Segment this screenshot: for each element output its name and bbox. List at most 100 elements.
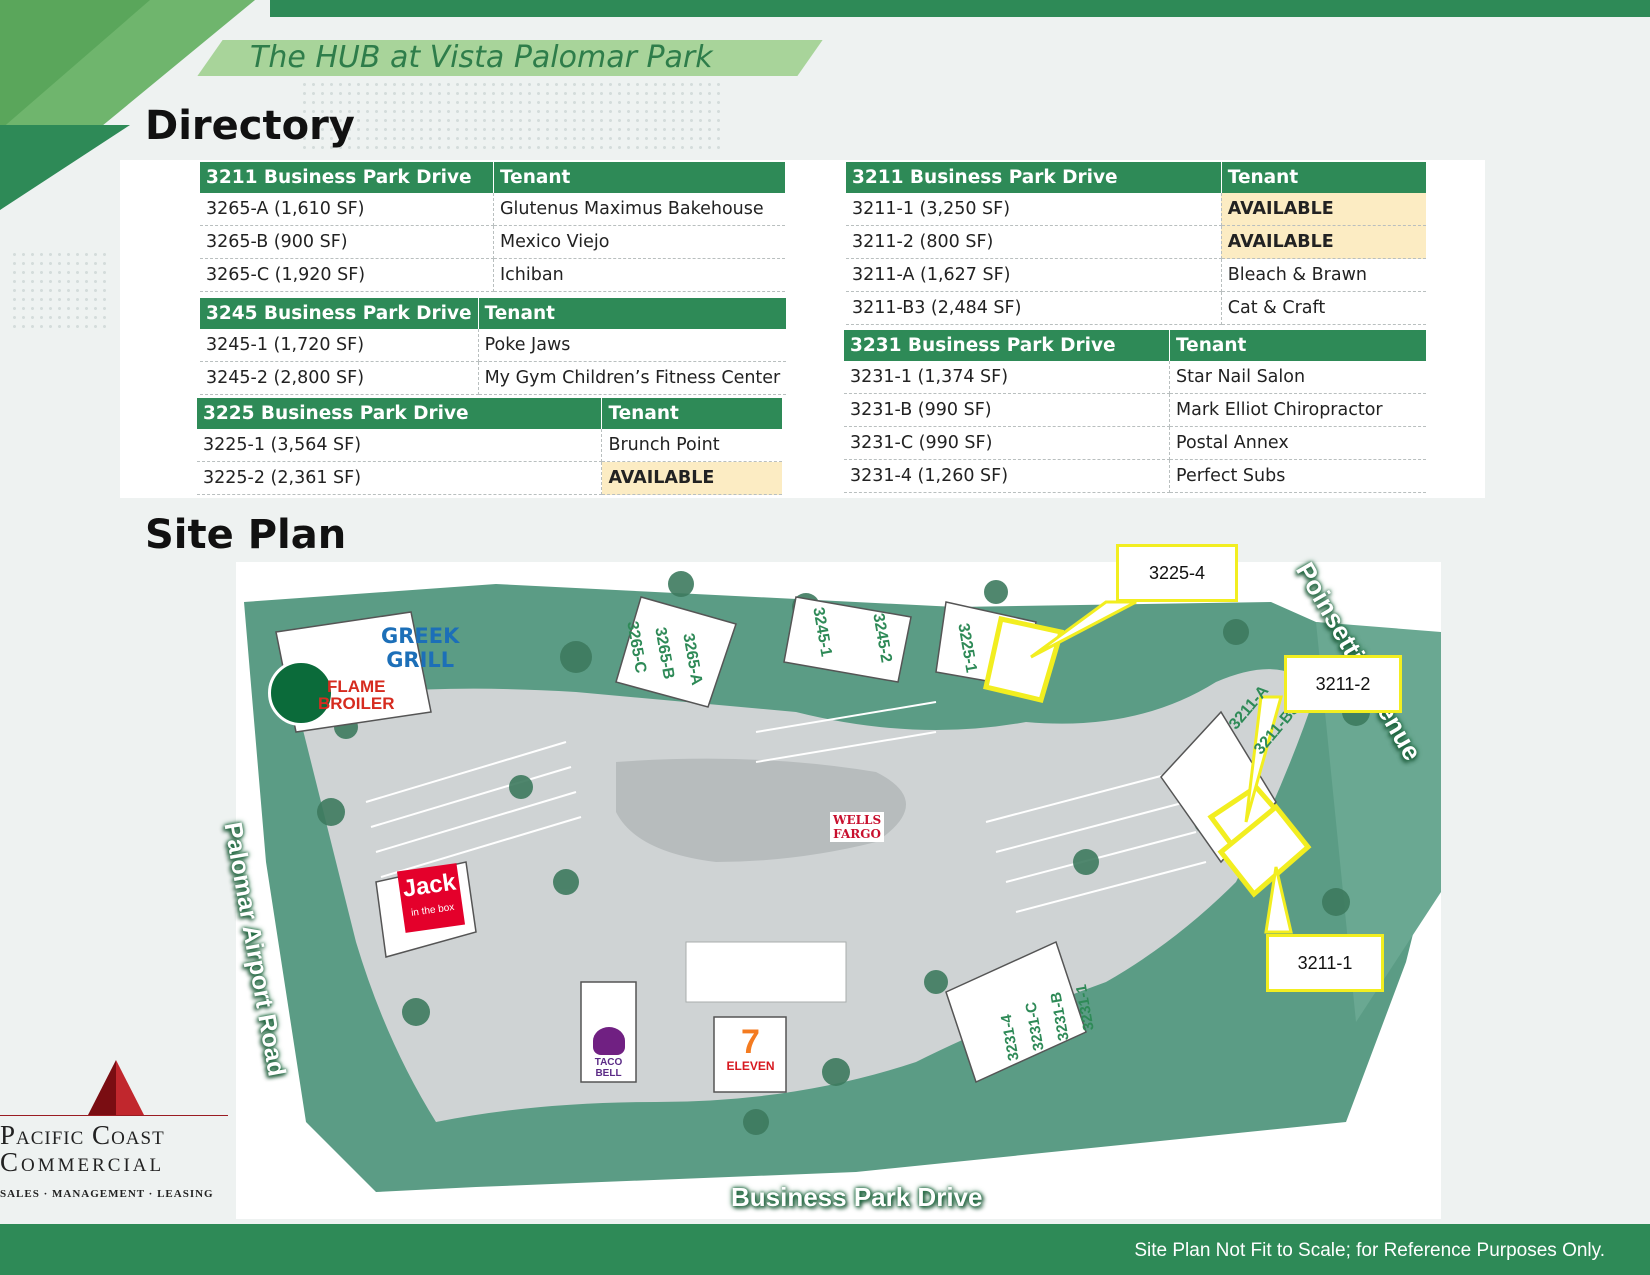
table-row: 3211-2 (800 SF)AVAILABLE: [846, 225, 1426, 259]
tenant-cell: AVAILABLE: [1221, 225, 1426, 259]
footer-bar: [0, 1224, 1650, 1275]
tenant-header: Tenant: [1221, 162, 1426, 193]
unit-cell: 3225-1 (3,564 SF): [197, 429, 603, 462]
wells-fargo-logo: WELLS FARGO: [830, 812, 885, 842]
wells-fargo-line2: FARGO: [833, 827, 881, 841]
parking-area: [296, 669, 1316, 1122]
unit-cell: 3211-B3 (2,484 SF): [846, 291, 1222, 325]
table-row: 3245-2 (2,800 SF)My Gym Children’s Fitne…: [200, 361, 787, 395]
property-subtitle: The HUB at Vista Palomar Park: [250, 40, 713, 75]
unit-cell: 3231-C (990 SF): [844, 426, 1171, 460]
taco-bell-line2: BELL: [595, 1068, 622, 1079]
flame-broiler-line1: FLAME: [326, 677, 386, 696]
unit-cell: 3211-2 (800 SF): [846, 225, 1222, 259]
tenant-cell: Glutenus Maximus Bakehouse: [493, 193, 785, 226]
tenant-cell: Postal Annex: [1169, 426, 1426, 460]
tenant-header: Tenant: [493, 162, 785, 193]
tenant-cell: Star Nail Salon: [1169, 361, 1426, 394]
tenant-cell: AVAILABLE: [1221, 193, 1426, 226]
tenant-cell: Mark Elliot Chiropractor: [1169, 393, 1426, 427]
greek-grill-line1: GREEK: [381, 624, 460, 648]
starbucks-logo: [268, 660, 334, 726]
unit-cell: 3231-1 (1,374 SF): [844, 361, 1171, 394]
unit-cell: 3225-2 (2,361 SF): [197, 461, 603, 495]
table-row: 3211-1 (3,250 SF)AVAILABLE: [846, 193, 1426, 226]
building-3245: [783, 596, 912, 683]
tenant-cell: Mexico Viejo: [493, 225, 785, 259]
dot-map-pattern: [10, 250, 110, 330]
tenant-header: Tenant: [601, 398, 782, 429]
road-label-business-park: Business Park Drive: [731, 1182, 983, 1212]
tenant-cell: Perfect Subs: [1169, 459, 1426, 493]
table-row: 3211-B3 (2,484 SF)Cat & Craft: [846, 291, 1426, 325]
tenant-header: Tenant: [478, 298, 787, 329]
company-name-line2: Commercial: [0, 1147, 165, 1177]
table-row: 3211-A (1,627 SF)Bleach & Brawn: [846, 258, 1426, 292]
flame-broiler-logo: FLAME BROILER: [318, 678, 395, 712]
site-plan-map: 3265-C 3265-B 3265-A 3245-1 3245-2 3225-…: [218, 544, 1441, 1219]
unit-cell: 3245-1 (1,720 SF): [200, 329, 479, 362]
directory-title: Directory: [145, 103, 355, 149]
tenant-cell: Poke Jaws: [478, 329, 787, 362]
address-header: 3245 Business Park Drive: [200, 298, 479, 329]
address-header: 3211 Business Park Drive: [846, 162, 1222, 193]
unit-cell: 3231-4 (1,260 SF): [844, 459, 1171, 493]
unit-3225-4-highlight: [983, 616, 1065, 703]
footer-disclaimer: Site Plan Not Fit to Scale; for Referenc…: [1134, 1240, 1605, 1261]
table-row: 3231-1 (1,374 SF)Star Nail Salon: [844, 361, 1426, 394]
taco-bell-line1: TACO: [594, 1057, 623, 1068]
building-7-eleven: [713, 1016, 787, 1093]
wells-fargo-line1: WELLS: [833, 813, 882, 827]
pacific-coast-logo: Pacific Coast Commercial Sales · Managem…: [0, 1060, 235, 1210]
company-tagline: Sales · Management · Leasing: [0, 1188, 214, 1200]
unit-cell: 3211-1 (3,250 SF): [846, 193, 1222, 226]
taco-bell-bell-icon: [592, 1027, 625, 1055]
unit-cell: 3265-A (1,610 SF): [200, 193, 494, 226]
greek-grill-logo: GREEK GRILL: [381, 624, 459, 672]
top-green-bar: [270, 0, 1650, 17]
table-row: 3225-1 (3,564 SF)Brunch Point: [197, 429, 782, 462]
unit-cell: 3231-B (990 SF): [844, 393, 1171, 427]
table-row: 3225-2 (2,361 SF)AVAILABLE: [197, 461, 782, 495]
unit-cell: 3265-C (1,920 SF): [200, 258, 494, 292]
seven-eleven-logo: 7 ELEVEN: [723, 1025, 778, 1083]
seven-eleven-eleven: ELEVEN: [726, 1059, 775, 1073]
tenant-header: Tenant: [1169, 330, 1426, 361]
tenant-cell: Ichiban: [493, 258, 785, 292]
tenant-cell: AVAILABLE: [601, 461, 782, 495]
site-plan-title: Site Plan: [145, 512, 347, 558]
unit-cell: 3245-2 (2,800 SF): [200, 361, 479, 395]
table-row: 3265-B (900 SF)Mexico Viejo: [200, 225, 785, 259]
address-header: 3211 Business Park Drive: [200, 162, 494, 193]
tenant-cell: Cat & Craft: [1221, 291, 1426, 325]
unit-cell: 3265-B (900 SF): [200, 225, 494, 259]
seven-eleven-seven: 7: [741, 1023, 760, 1061]
greek-grill-line2: GRILL: [386, 648, 455, 672]
callout-3211-1: 3211-1: [1266, 934, 1384, 992]
table-row: 3231-B (990 SF)Mark Elliot Chiropractor: [844, 393, 1426, 427]
callout-3211-2: 3211-2: [1284, 655, 1402, 713]
address-header: 3231 Business Park Drive: [844, 330, 1171, 361]
tenant-cell: Bleach & Brawn: [1221, 258, 1426, 292]
tenant-cell: My Gym Children’s Fitness Center: [478, 361, 787, 395]
tenant-cell: Brunch Point: [601, 429, 782, 462]
table-row: 3265-C (1,920 SF)Ichiban: [200, 258, 785, 292]
table-row: 3231-C (990 SF)Postal Annex: [844, 426, 1426, 460]
unit-cell: 3211-A (1,627 SF): [846, 258, 1222, 292]
building-3231: [945, 940, 1087, 1084]
address-header: 3225 Business Park Drive: [197, 398, 603, 429]
jack-in-the-box-logo: Jack in the box: [396, 863, 466, 933]
taco-bell-logo: TACO BELL: [586, 1027, 631, 1079]
flame-broiler-line2: BROILER: [318, 694, 395, 713]
unit-3211-1-highlight: [1217, 803, 1312, 898]
dot-map-pattern: [300, 80, 720, 150]
